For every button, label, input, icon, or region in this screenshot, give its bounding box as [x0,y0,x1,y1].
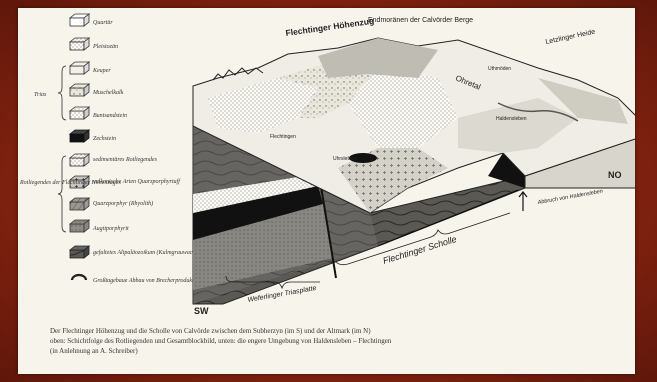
caption-line: (in Anlehnung an A. Schreiber) [50,346,610,356]
label-haldensleben: Haldensleben [496,116,527,122]
legend-label: Keuper [92,68,111,74]
book-page: Quartär Pleistozän Keuper Muschelkalk Bu… [18,8,635,374]
geologic-block-diagram: Quartär Pleistozän Keuper Muschelkalk Bu… [18,8,635,318]
caption-line: oben: Schichtfolge des Rotliegenden und … [50,336,610,346]
trias-brace [58,66,66,120]
legend-item-buntsandstein [70,107,89,119]
label-uhrsleben: Uhrsleben [333,156,356,162]
label-sw: SW [194,306,209,316]
label-endmoraenen: Endmoränen der Calvörder Berge [368,17,473,24]
label-uthmoeden: Uthmöden [488,66,511,72]
legend-item-quartaer [70,14,89,26]
legend-item-keuper [70,62,89,74]
legend-label: Pleistozän [92,44,118,50]
legend-item-augitporphyrit [70,220,89,232]
label-flechtinger-hoehenzug: Flechtinger Höhenzug [285,16,375,38]
legend-label: gefaltetes Altpaläozoikum (Kulmgrauwacke… [93,249,203,256]
legend-item-pleistozaen [70,38,89,50]
legend-item-tagebau [72,275,86,280]
legend-label: Quarzporphyr (Rhyolith) [93,200,153,207]
legend-item-altpalaeozoikum [70,246,89,258]
legend-label: sedimentäres Rotliegendes [93,157,158,163]
label-letzlinger-heide: Letzlinger Heide [545,29,596,46]
rotliegendes-brace [58,156,66,232]
rotliegendes-label: Rotliegendes der Flechtinger Höhenzuges [19,180,121,186]
caption-line: Der Flechtinger Höhenzug und die Scholle… [50,326,610,336]
label-abbruch: Abbruch von Haldensleben [536,189,603,207]
trias-label: Trias [34,92,47,98]
moraine-hills [318,38,438,78]
legend-item-muschelkalk [70,84,89,96]
legend-label: Quartär [93,20,113,26]
figure-caption: Der Flechtinger Höhenzug und die Scholle… [50,326,610,356]
label-no: NO [608,170,622,180]
legend-item-zechstein [70,130,89,142]
label-flechtingen: Flechtingen [270,134,296,140]
legend-label: Zechstein [93,136,116,142]
block-diagram: Flechtinger Höhenzug Endmoränen der Calv… [193,16,635,316]
legend-item-sed-rotliegendes [70,154,89,166]
legend-label: Augitporphyrit [92,226,129,232]
legend-label: Buntsandstein [93,113,127,119]
legend-item-rhyolith [70,198,89,210]
legend-label: Muschelkalk [92,90,124,96]
